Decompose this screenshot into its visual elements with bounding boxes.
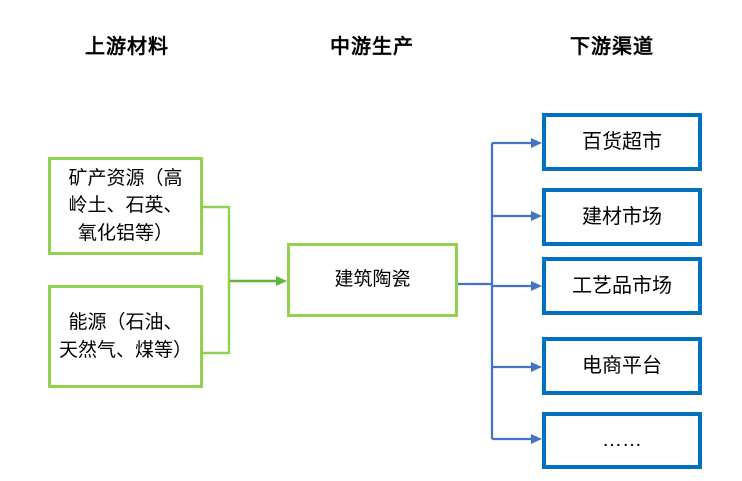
node-ellipsis: …… <box>542 412 702 469</box>
column-header-midstream: 中游生产 <box>330 36 414 58</box>
arrowhead-department-store <box>531 138 542 148</box>
node-building-materials-market: 建材市场 <box>542 188 702 246</box>
node-department-store: 百货超市 <box>542 113 702 171</box>
arrowhead-ellipsis <box>531 434 542 444</box>
node-building-ceramics: 建筑陶瓷 <box>287 243 458 317</box>
node-ecommerce-platform: 电商平台 <box>542 337 702 395</box>
node-mineral-resources: 矿产资源（高 岭土、石英、 氧化铝等） <box>48 157 203 255</box>
arrowhead-building-materials <box>531 211 542 221</box>
column-header-upstream: 上游材料 <box>85 36 169 58</box>
node-energy: 能源（石油、 天然气、煤等） <box>48 285 203 388</box>
arrowhead-ceramics <box>276 276 287 286</box>
arrowhead-crafts-market <box>531 281 542 291</box>
column-header-downstream: 下游渠道 <box>570 36 654 58</box>
arrowhead-ecommerce <box>531 362 542 372</box>
node-crafts-market: 工艺品市场 <box>542 257 702 315</box>
